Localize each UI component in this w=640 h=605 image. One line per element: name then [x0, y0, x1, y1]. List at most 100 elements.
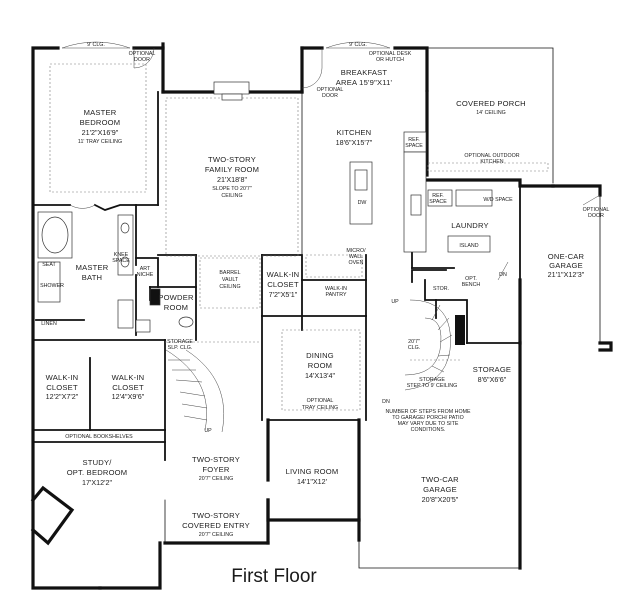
- storage-step-2: STEP TO 9' CEILING: [407, 383, 457, 389]
- storage-slp-2: SLP. CLG.: [168, 345, 193, 351]
- living-room-name: LIVING ROOM: [286, 467, 339, 476]
- floor-title: First Floor: [231, 566, 317, 587]
- opt-bench-1: OPT.: [465, 276, 477, 282]
- optional-outdoor-kitchen-1: OPTIONAL OUTDOOR: [464, 153, 519, 159]
- dining-room-name-1: DINING: [306, 351, 334, 360]
- storage-dims: 8'6"X6'6": [478, 375, 507, 384]
- linen-label: LINEN: [41, 321, 57, 327]
- master-bath-name-2: BATH: [82, 273, 103, 282]
- powder-room-name-2: ROOM: [164, 303, 188, 312]
- dn-laundry: DN: [499, 272, 507, 278]
- laundry-name: LAUNDRY: [451, 221, 489, 230]
- dw-label: DW: [358, 200, 367, 206]
- breakfast-name-1: BREAKFAST: [341, 68, 388, 77]
- foyer-name-1: TWO-STORY: [192, 455, 240, 464]
- optional-door-bedroom-2: DOOR: [134, 57, 150, 63]
- seat-label: SEAT: [42, 262, 56, 268]
- breakfast-name-2: AREA 15'9"X11': [336, 78, 393, 87]
- study-dims: 17'X12'2": [82, 478, 113, 487]
- master-bedroom-dims: 21'2"X16'9": [82, 128, 119, 137]
- micro-wall-oven-2: WALL: [349, 254, 363, 260]
- walkin-closet-1-dims: 12'2"X7'2": [46, 392, 79, 401]
- master-bath-name-1: MASTER: [76, 263, 109, 272]
- living-room-dims: 14'1"X12': [297, 477, 328, 486]
- dining-room-name-2: ROOM: [308, 361, 332, 370]
- family-room-name-1: TWO-STORY: [208, 155, 256, 164]
- wd-space: W/D SPACE: [483, 197, 513, 203]
- covered-entry-name-1: TWO-STORY: [192, 511, 240, 520]
- kitchen-fixtures: [349, 131, 493, 253]
- fireplace: [213, 81, 250, 101]
- ref-space-laundry-1: REF.: [432, 193, 443, 199]
- dn-garage: DN: [382, 399, 390, 405]
- covered-porch-note: 14' CEILING: [476, 110, 506, 116]
- up-foyer: UP: [204, 428, 212, 434]
- covered-entry-note: 20'7" CEILING: [199, 532, 233, 538]
- powder-room-name-1: POWDER: [158, 293, 194, 302]
- dining-room-dims: 14'X13'4": [305, 371, 336, 380]
- one-car-garage-name-2: GARAGE: [549, 261, 583, 270]
- two-car-garage-name-2: GARAGE: [423, 485, 457, 494]
- barrel-vault-1: BARREL: [219, 270, 240, 276]
- family-room-note-2: CEILING: [221, 193, 242, 199]
- optional-door-garage-2: DOOR: [588, 213, 604, 219]
- study-name-1: STUDY/: [82, 458, 112, 467]
- walkin-closet-2-dims: 12'4"X9'6": [112, 392, 145, 401]
- dining-room-note-2: TRAY CEILING: [302, 405, 338, 411]
- steps-note-2: TO GARAGE/ PORCH/ PATIO: [392, 415, 464, 421]
- knee-space-2: SPACE: [112, 258, 130, 264]
- walkin-closet-1-name-1: WALK-IN: [46, 373, 79, 382]
- opt-bench-2: BENCH: [462, 282, 481, 288]
- one-car-garage-name-1: ONE-CAR: [548, 252, 585, 261]
- storage-name: STORAGE: [473, 365, 511, 374]
- master-bedroom-note: 11' TRAY CEILING: [78, 139, 122, 145]
- covered-porch-name: COVERED PORCH: [456, 99, 526, 108]
- foyer-stair: [165, 349, 225, 433]
- ref-space-laundry-2: SPACE: [429, 199, 447, 205]
- bath-fixtures: [37, 211, 194, 333]
- optional-door-breakfast-2: DOOR: [322, 93, 338, 99]
- stor-label: STOR.: [433, 286, 449, 292]
- family-room-dims: 21'X18'8": [217, 175, 248, 184]
- micro-wall-oven-1: MICRO/: [346, 248, 366, 254]
- study-name-2: OPT. BEDROOM: [67, 468, 128, 477]
- art-niche-2: NICHE: [137, 272, 154, 278]
- walkin-pantry-2: PANTRY: [326, 292, 347, 298]
- micro-wall-oven-3: OVEN: [348, 260, 363, 266]
- master-bedroom-name-2: BEDROOM: [80, 118, 121, 127]
- shower-label: SHOWER: [40, 283, 64, 289]
- clg-9-right: 9' CLG.: [349, 42, 367, 48]
- ref-space-kitchen-2: SPACE: [405, 143, 423, 149]
- fixture-notes: 9' CLG. 9' CLG. OPTIONAL DOOR OPTIONAL D…: [40, 42, 609, 440]
- art-niche-1: ART: [140, 266, 151, 272]
- optional-bookshelves: OPTIONAL BOOKSHELVES: [65, 434, 133, 440]
- steps-note-3: MAY VARY DUE TO SITE: [398, 421, 459, 427]
- window-arches: [61, 41, 391, 49]
- walkin-closet-2-name-1: WALK-IN: [112, 373, 145, 382]
- up-stair-right: UP: [391, 299, 399, 305]
- family-room-name-2: FAMILY ROOM: [205, 165, 259, 174]
- optional-door-bedroom-1: OPTIONAL: [129, 51, 156, 57]
- exterior-walls: [30, 42, 613, 590]
- optional-door-garage-1: OPTIONAL: [583, 207, 610, 213]
- room-labels: MASTER BEDROOM 21'2"X16'9" 11' TRAY CEIL…: [46, 68, 585, 538]
- clg-20-7-2: CLG.: [408, 345, 420, 351]
- steps-note-4: CONDITIONS.: [411, 427, 446, 433]
- one-car-garage-dims: 21'1"X12'3": [548, 270, 585, 279]
- optional-door-breakfast-1: OPTIONAL: [317, 87, 344, 93]
- barrel-vault-2: VAULT: [222, 277, 239, 283]
- covered-entry-name-2: COVERED ENTRY: [182, 521, 250, 530]
- kitchen-name: KITCHEN: [337, 128, 372, 137]
- optional-desk-2: OR HUTCH: [376, 57, 404, 63]
- optional-desk-1: OPTIONAL DESK: [369, 51, 412, 57]
- dining-room-note-1: OPTIONAL: [307, 398, 334, 404]
- walkin-closet-2-name-2: CLOSET: [112, 383, 144, 392]
- knee-space-1: KNEE: [114, 252, 129, 258]
- steps-note-1: NUMBER OF STEPS FROM HOME: [385, 409, 471, 415]
- kitchen-dims: 18'6"X15'7": [336, 138, 373, 147]
- walkin-closet-small-dims: 7'2"X5'1": [269, 290, 298, 299]
- clg-20-7-1: 20'7": [408, 339, 420, 345]
- foyer-name-2: FOYER: [202, 465, 229, 474]
- door-swings: [69, 47, 601, 281]
- walkin-closet-small-name-1: WALK-IN: [267, 270, 300, 279]
